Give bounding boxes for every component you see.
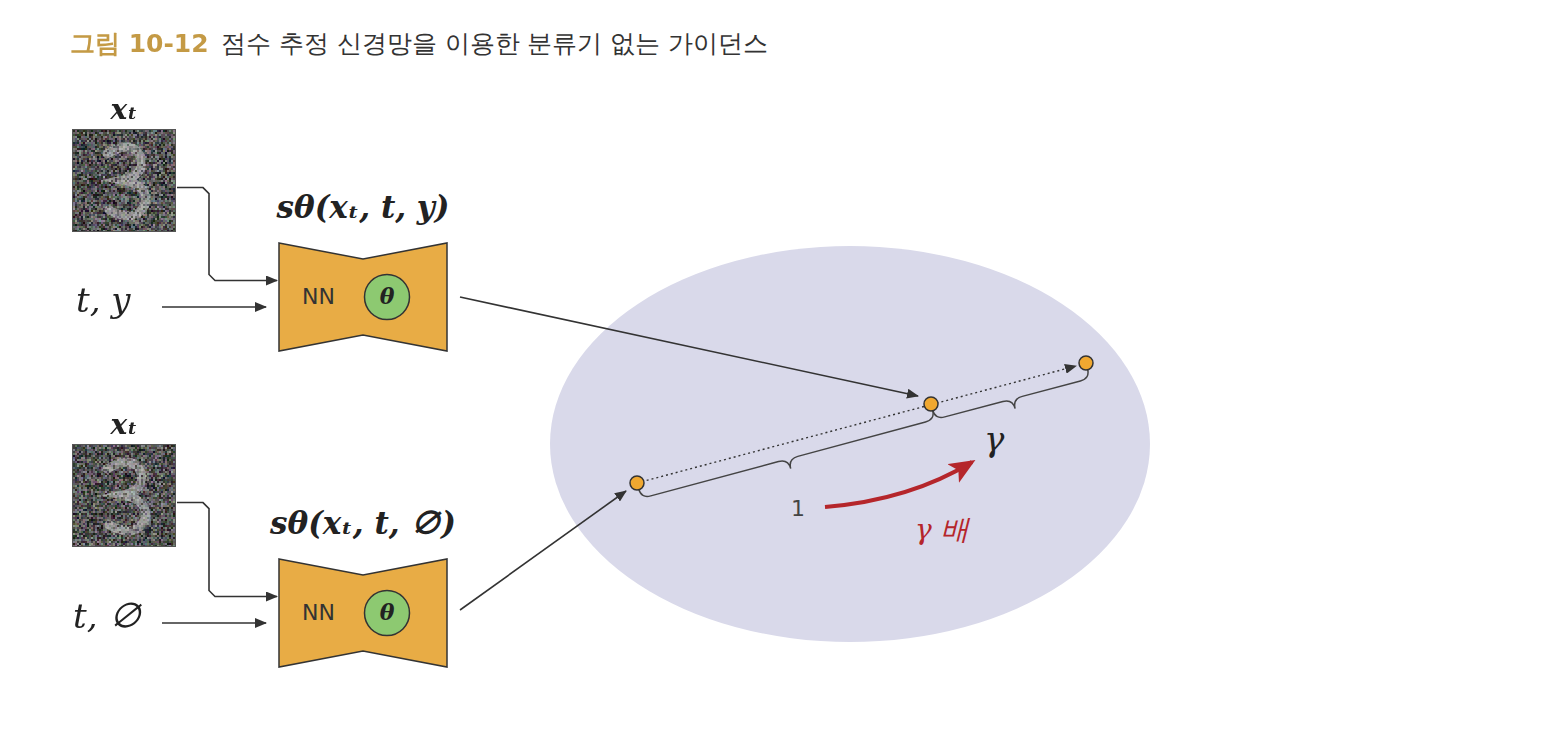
input-connector <box>177 503 277 597</box>
output-arrow <box>460 491 626 610</box>
brace <box>639 410 934 497</box>
parameter-circle-outline <box>365 275 410 320</box>
parameter-circle-outline <box>365 591 410 636</box>
input-connector <box>177 188 277 281</box>
function-label: sθ(xₜ, t, y) <box>277 190 450 226</box>
length-label: 1 <box>791 496 805 521</box>
figure-number: 그림 10-12 <box>70 30 209 59</box>
score-point <box>924 397 938 411</box>
network-box: sθ(xₜ, t, y)NNθ <box>278 242 448 352</box>
noisy-digit-picture <box>73 130 175 231</box>
input-arrow <box>162 306 266 308</box>
score-point <box>1079 356 1093 370</box>
parameter-circle: θ <box>363 273 411 321</box>
parameter-symbol: θ <box>380 600 395 625</box>
noisy-image: xₜ <box>73 445 175 546</box>
brace <box>933 369 1089 418</box>
score-space-region <box>550 246 1150 642</box>
input-arrow <box>162 622 266 624</box>
bowtie-outline <box>279 559 447 667</box>
input-label: t, y <box>76 281 131 320</box>
score-point <box>630 476 644 490</box>
noisy-digit-picture <box>73 445 175 546</box>
output-arrow <box>460 297 918 396</box>
network-label: NN <box>302 600 335 625</box>
guidance-dotted-line <box>637 366 1076 483</box>
scale-arrow <box>825 462 972 507</box>
image-label: xₜ <box>110 409 137 441</box>
image-label: xₜ <box>110 94 137 126</box>
length-label: γ <box>984 420 1004 459</box>
network-label: NN <box>302 284 335 309</box>
function-label: sθ(xₜ, t, ∅) <box>270 506 456 542</box>
parameter-circle: θ <box>363 589 411 637</box>
figure-title: 점수 추정 신경망을 이용한 분류기 없는 가이던스 <box>221 30 769 59</box>
scale-label: γ 배 <box>915 514 969 546</box>
noisy-image: xₜ <box>73 130 175 231</box>
input-label: t, ∅ <box>73 597 142 636</box>
bowtie-outline <box>279 243 447 351</box>
network-box: sθ(xₜ, t, ∅)NNθ <box>278 558 448 668</box>
parameter-symbol: θ <box>380 284 395 309</box>
